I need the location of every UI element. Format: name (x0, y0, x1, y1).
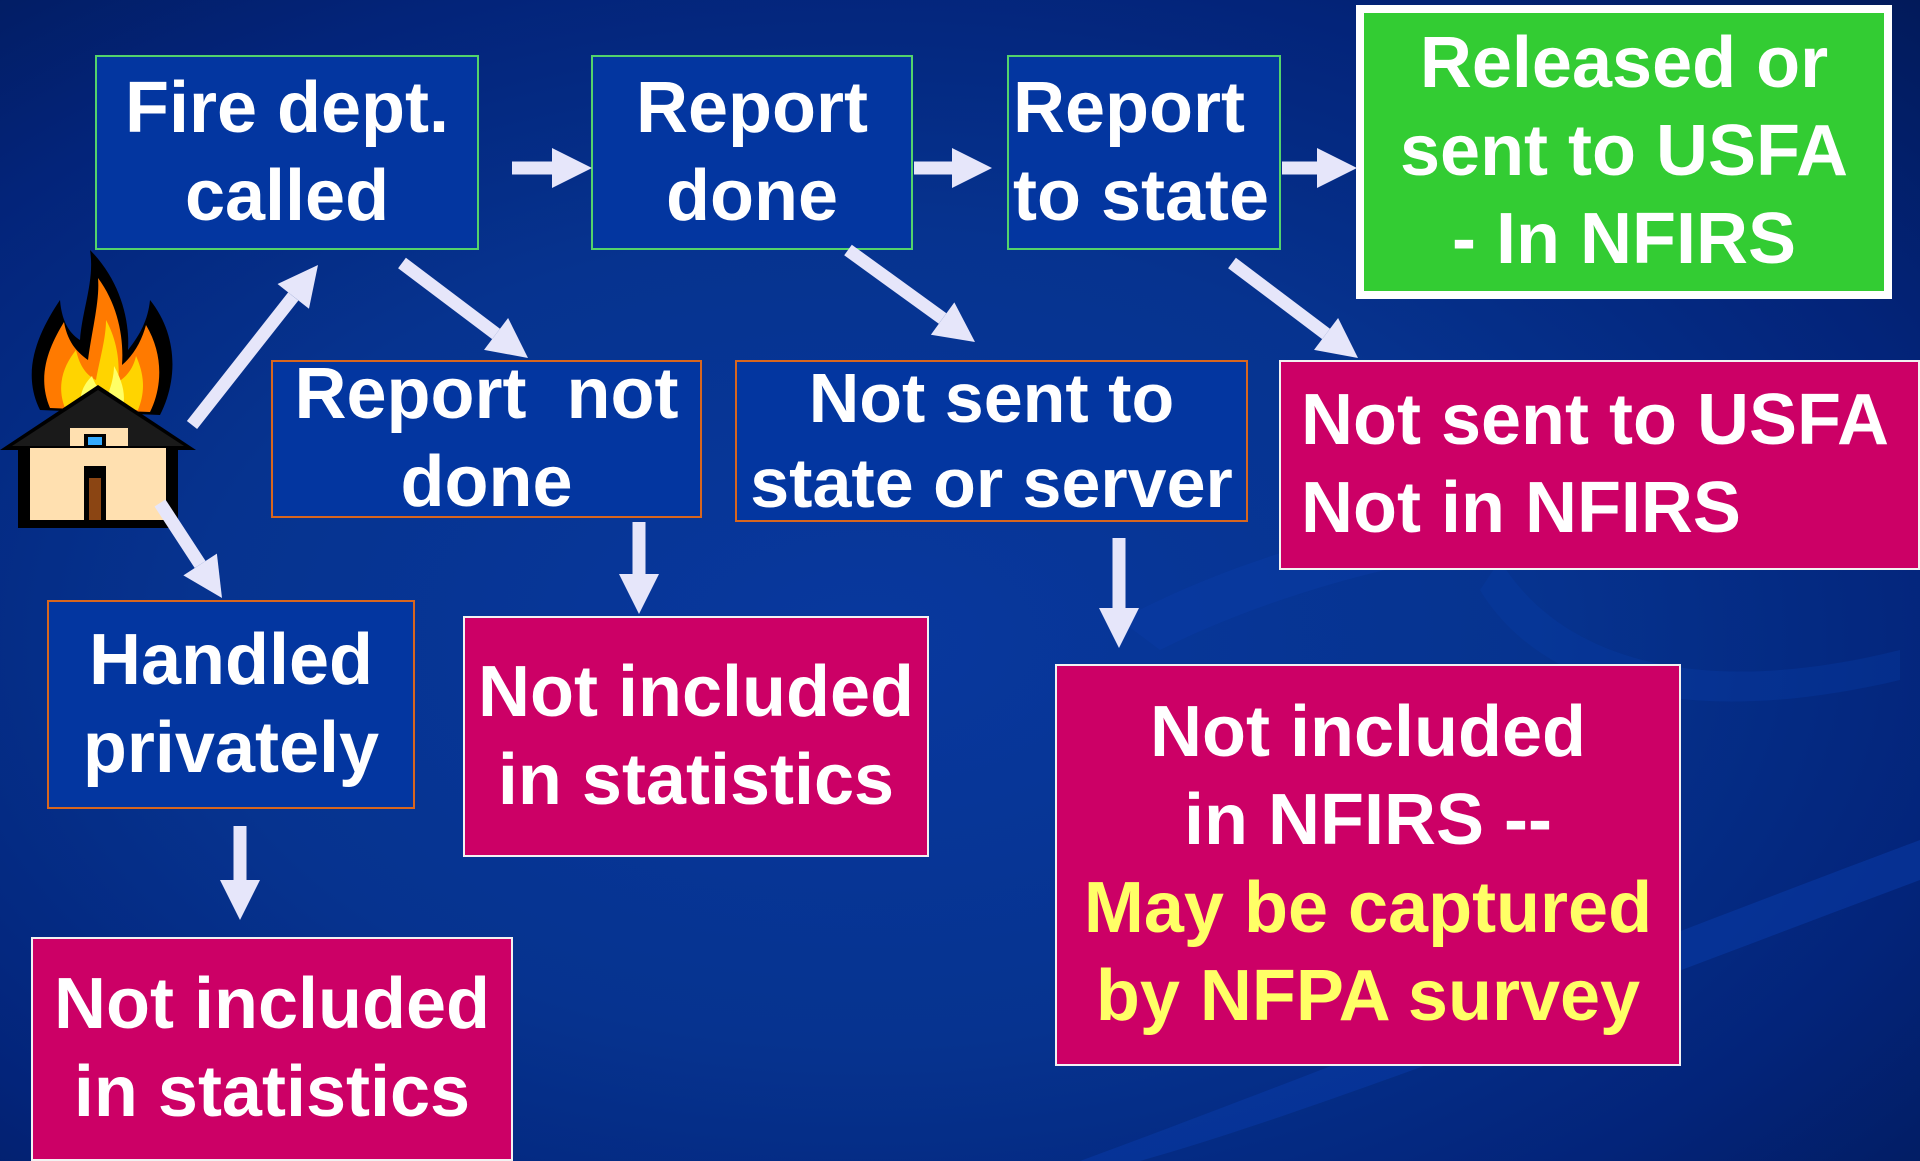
node-report-to-state: Report to state (1007, 55, 1281, 250)
node-label-line: Report not (294, 354, 679, 435)
node-label-line: Not sent to USFA (1301, 380, 1889, 461)
node-label-line: Fire dept. (124, 67, 450, 148)
node-report-not-done: Report not done (271, 354, 702, 522)
node-label-line: done (400, 442, 573, 522)
burning-house-icon (0, 250, 196, 528)
node-label-line: to state (1013, 155, 1270, 236)
node-not-sent-to-state: Not sent to state or server (735, 359, 1248, 522)
node-released-to-usfa: Released or sent to USFA - In NFIRS (1356, 5, 1892, 299)
node-not-included-statistics-bottom: Not included in statistics (31, 937, 513, 1161)
node-label-line: sent to USFA (1399, 111, 1849, 192)
node-label-line: privately (82, 707, 380, 788)
node-label-line: Released or (1419, 23, 1829, 104)
node-label-line: Not included (54, 964, 490, 1045)
node-highlight-line: May be captured (1083, 868, 1653, 948)
node-label-line: Not included (1150, 692, 1586, 773)
node-label-line: in statistics (497, 739, 895, 820)
node-report-done: Report done (591, 55, 913, 250)
node-label-line: in statistics (73, 1052, 471, 1132)
node-label-line: Not sent to (808, 358, 1175, 437)
node-fire-dept-called: Fire dept. called (95, 55, 479, 250)
node-not-included-statistics-mid: Not included in statistics (463, 616, 929, 857)
node-label-line: Report (636, 67, 868, 148)
node-label-line: Not in NFIRS (1301, 468, 1741, 548)
node-not-included-nfirs: Not included in NFIRS -- May be captured… (1055, 664, 1681, 1066)
node-handled-privately: Handled privately (47, 600, 415, 809)
node-label-line: called (184, 155, 390, 236)
node-label-line: Handled (88, 619, 374, 700)
node-label-line: - In NFIRS (1452, 198, 1796, 279)
node-not-sent-to-usfa: Not sent to USFA Not in NFIRS (1279, 360, 1920, 570)
node-highlight-line: by NFPA survey (1095, 955, 1641, 1036)
node-label-line: in NFIRS -- (1184, 780, 1552, 861)
node-label-line: state or server (750, 444, 1233, 522)
node-label-line: Not included (478, 651, 914, 732)
node-label-line: Report (1013, 67, 1245, 148)
node-label-line: done (666, 155, 838, 236)
